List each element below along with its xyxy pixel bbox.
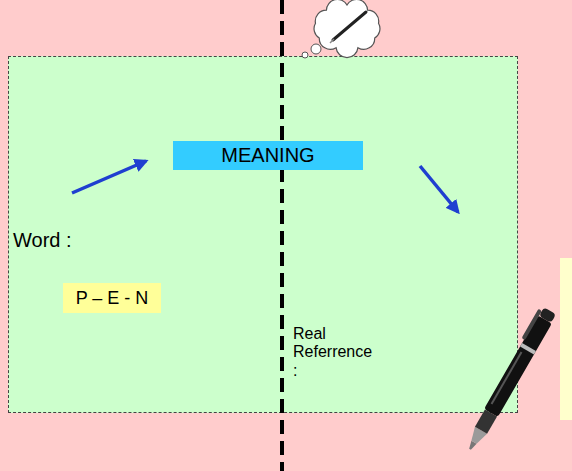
panel-label: Word : (13, 229, 72, 252)
panel-label: Real Referrence : (293, 325, 372, 380)
side-panel (560, 258, 572, 420)
blue-arrow (72, 161, 146, 193)
word-box: P – E - N (63, 283, 161, 313)
pen-picture (460, 305, 556, 453)
thought-bubble (302, 0, 380, 58)
box-label: P – E - N (76, 288, 149, 309)
box-label: MEANING (221, 144, 314, 167)
divider-line (280, 0, 284, 471)
content-panel: Word : Real Referrence : MEANING P – E - N (8, 56, 518, 413)
blue-arrow (420, 166, 458, 212)
meaning-box: MEANING (173, 141, 363, 170)
